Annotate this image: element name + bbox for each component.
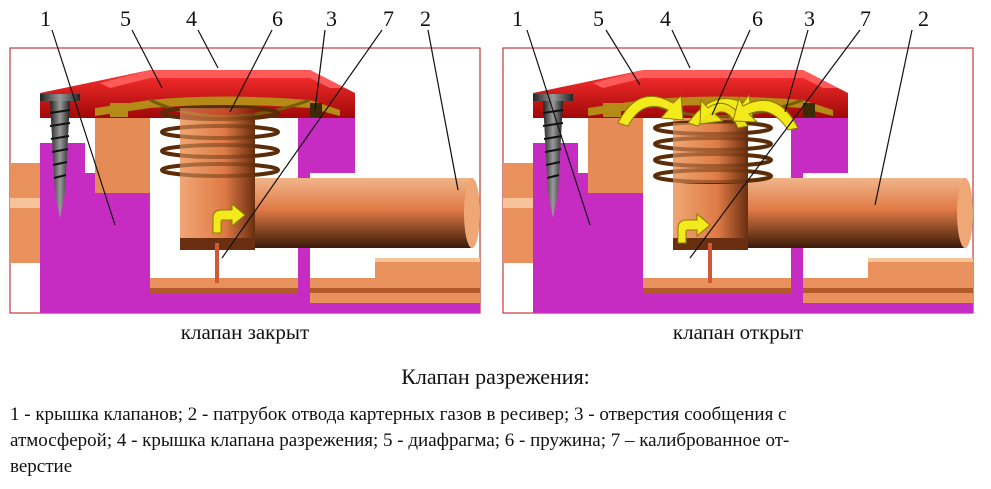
gas-flow-arrow (677, 212, 711, 244)
diagram-valve-closed (8, 46, 482, 315)
callout-7: 7 (860, 6, 871, 31)
gas-flow-arrow (212, 202, 246, 234)
legend-line-2: атмосферой; 4 - крышка клапана разрежени… (10, 430, 790, 451)
callout-4: 4 (186, 6, 197, 31)
callout-1: 1 (40, 6, 51, 31)
callout-1: 1 (512, 6, 523, 31)
callout-3: 3 (326, 6, 337, 31)
legend-line-3: верстие (10, 456, 73, 477)
valve-diagrams: 1 5 4 6 3 7 2 1 5 4 6 3 7 2 (8, 6, 975, 315)
legend: 1 - крышка клапанов; 2 - патрубок отвода… (10, 402, 975, 480)
diagram-valve-open (501, 46, 975, 315)
caption-valve-open: клапан открыт (672, 320, 804, 344)
callout-6: 6 (272, 6, 283, 31)
callout-5: 5 (120, 6, 131, 31)
figure-title: Клапан разрежения: (401, 364, 590, 389)
callout-6: 6 (752, 6, 763, 31)
callout-5: 5 (593, 6, 604, 31)
callout-4: 4 (660, 6, 671, 31)
air-flow-arrow-far-right (732, 96, 799, 131)
legend-line-1: 1 - крышка клапанов; 2 - патрубок отвода… (10, 404, 787, 425)
air-flow-arrow-left (617, 94, 684, 127)
callouts-open (526, 29, 913, 259)
callout-3: 3 (804, 6, 815, 31)
callout-2: 2 (918, 6, 929, 31)
callout-2: 2 (420, 6, 431, 31)
caption-valve-closed: клапан закрыт (180, 320, 310, 344)
callouts-closed (51, 29, 459, 259)
callout-7: 7 (383, 6, 394, 31)
